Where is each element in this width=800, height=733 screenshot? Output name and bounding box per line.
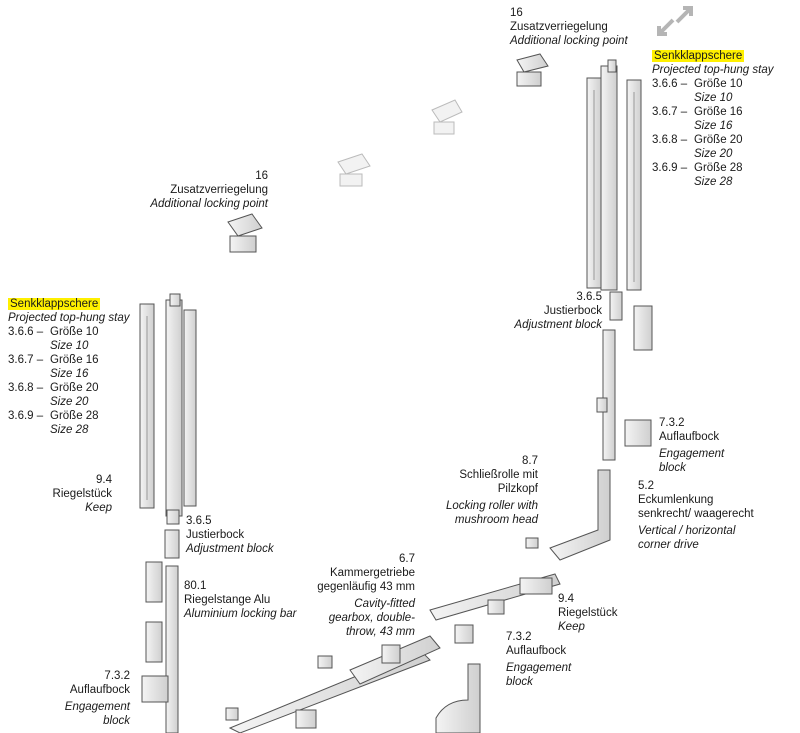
left-locking-bar (165, 565, 179, 733)
label-16-mid: 16 Zusatzverriegelung Additional locking… (150, 170, 268, 210)
right-stay-part (586, 59, 642, 291)
left-stay-part (139, 293, 197, 517)
mid-locking-point (227, 213, 263, 237)
locking-roller (525, 537, 539, 549)
label-365-left: 3.6.5 Justierbock Adjustment block (186, 515, 274, 555)
left-adjust-block (164, 529, 180, 559)
center-keep (519, 577, 553, 595)
label-94-center: 9.4 Riegelstück Keep (558, 593, 618, 633)
label-stay-left: Senkklappschere Projected top-hung stay … (8, 298, 130, 436)
label-87: 8.7 Schließrolle mit Pilzkopf Locking ro… (445, 455, 538, 526)
label-stay-right: Senkklappschere Projected top-hung stay … (652, 50, 774, 188)
stay-right-title: Senkklappschere (652, 50, 745, 62)
label-52: 5.2 Eckumlenkung senkrecht/ waagerecht V… (638, 480, 754, 551)
label-801: 80.1 Riegelstange Alu Aluminium locking … (184, 580, 297, 620)
handle-part (435, 663, 481, 733)
top-locking-point (516, 53, 549, 73)
label-365-right: 3.6.5 Justierbock Adjustment block (514, 291, 602, 331)
collapse-arrows-icon[interactable] (653, 4, 699, 38)
label-94-left: 9.4 Riegelstück Keep (52, 474, 112, 514)
label-732-right: 7.3.2 Auflaufbock Engagement block (659, 417, 725, 474)
label-732-left: 7.3.2 Auflaufbock Engagement block (64, 670, 130, 727)
corner-drive-part (549, 469, 611, 561)
left-engagement-block (141, 675, 169, 703)
stay-left-sizes: 3.6.6 –Größe 10 Size 10 3.6.7 –Größe 16 … (8, 326, 99, 436)
right-adjust-block (609, 291, 623, 321)
stay-right-sizes: 3.6.6 –Größe 10 Size 10 3.6.7 –Größe 16 … (652, 78, 743, 188)
stay-left-title: Senkklappschere (8, 298, 101, 310)
right-engagement-block (624, 419, 652, 447)
label-16-top: 16 Zusatzverriegelung Additional locking… (510, 7, 628, 47)
label-67: 6.7 Kammergetriebe gegenläufig 43 mm Cav… (317, 553, 415, 638)
right-lower-rail (602, 329, 616, 461)
label-732-center: 7.3.2 Auflaufbock Engagement block (506, 631, 572, 688)
